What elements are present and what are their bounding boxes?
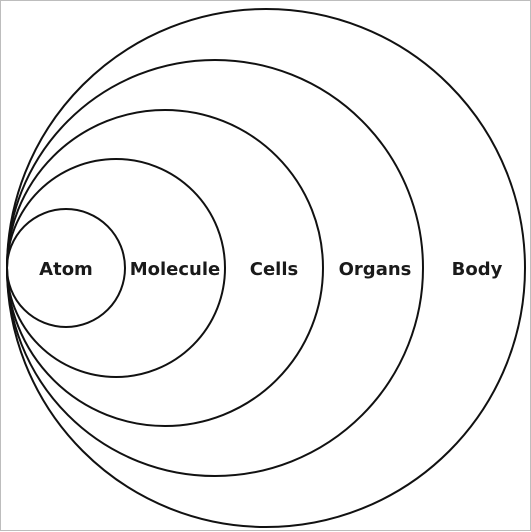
label-molecule: Molecule (130, 259, 221, 280)
label-cells: Cells (250, 259, 298, 280)
label-organs: Organs (339, 259, 412, 280)
ring-atom (6, 208, 126, 328)
label-atom: Atom (39, 259, 93, 280)
label-body: Body (452, 259, 503, 280)
